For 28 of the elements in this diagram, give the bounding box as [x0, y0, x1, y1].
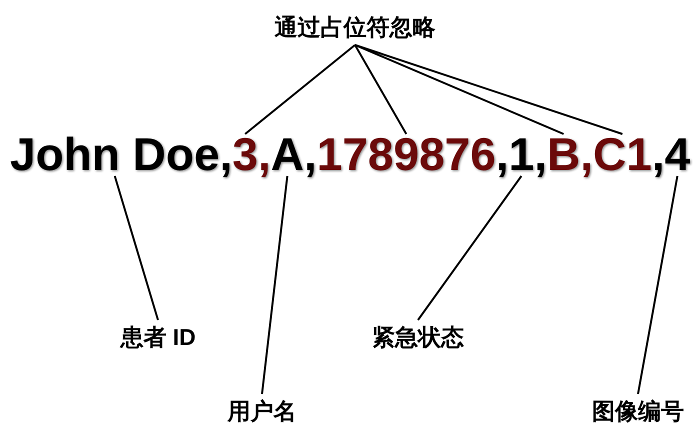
field-value-text: 3: [232, 128, 258, 180]
leader-line: [261, 176, 288, 394]
field-value-text: A: [270, 128, 304, 180]
leader-line: [637, 176, 678, 394]
field-value-text: 1789876: [316, 128, 496, 180]
leader-line: [354, 44, 623, 135]
comma-separator: ,: [652, 128, 665, 180]
leader-line: [354, 44, 564, 135]
field-value-text: John Doe: [10, 128, 220, 180]
comma-separator: ,: [220, 128, 232, 180]
annotation-label: 通过占位符忽略: [274, 12, 436, 43]
comma-separator: ,: [258, 128, 271, 180]
field-value-text: C1: [593, 128, 652, 180]
leader-line: [354, 44, 408, 134]
field-value-text: 1: [508, 128, 534, 180]
field-value-text: B: [546, 128, 580, 180]
annotation-label: 图像编号: [592, 396, 684, 427]
annotation-label: 用户名: [228, 396, 296, 427]
annotation-label: 患者 ID: [120, 322, 196, 353]
leader-line: [114, 176, 159, 320]
comma-separator: ,: [304, 128, 317, 180]
field-value-text: 4: [664, 128, 690, 180]
comma-separator: ,: [534, 128, 547, 180]
annotation-label: 紧急状态: [372, 322, 464, 353]
comma-separator: ,: [580, 128, 593, 180]
comma-separator: ,: [496, 128, 509, 180]
leader-line: [417, 175, 522, 321]
leader-line: [244, 44, 356, 135]
